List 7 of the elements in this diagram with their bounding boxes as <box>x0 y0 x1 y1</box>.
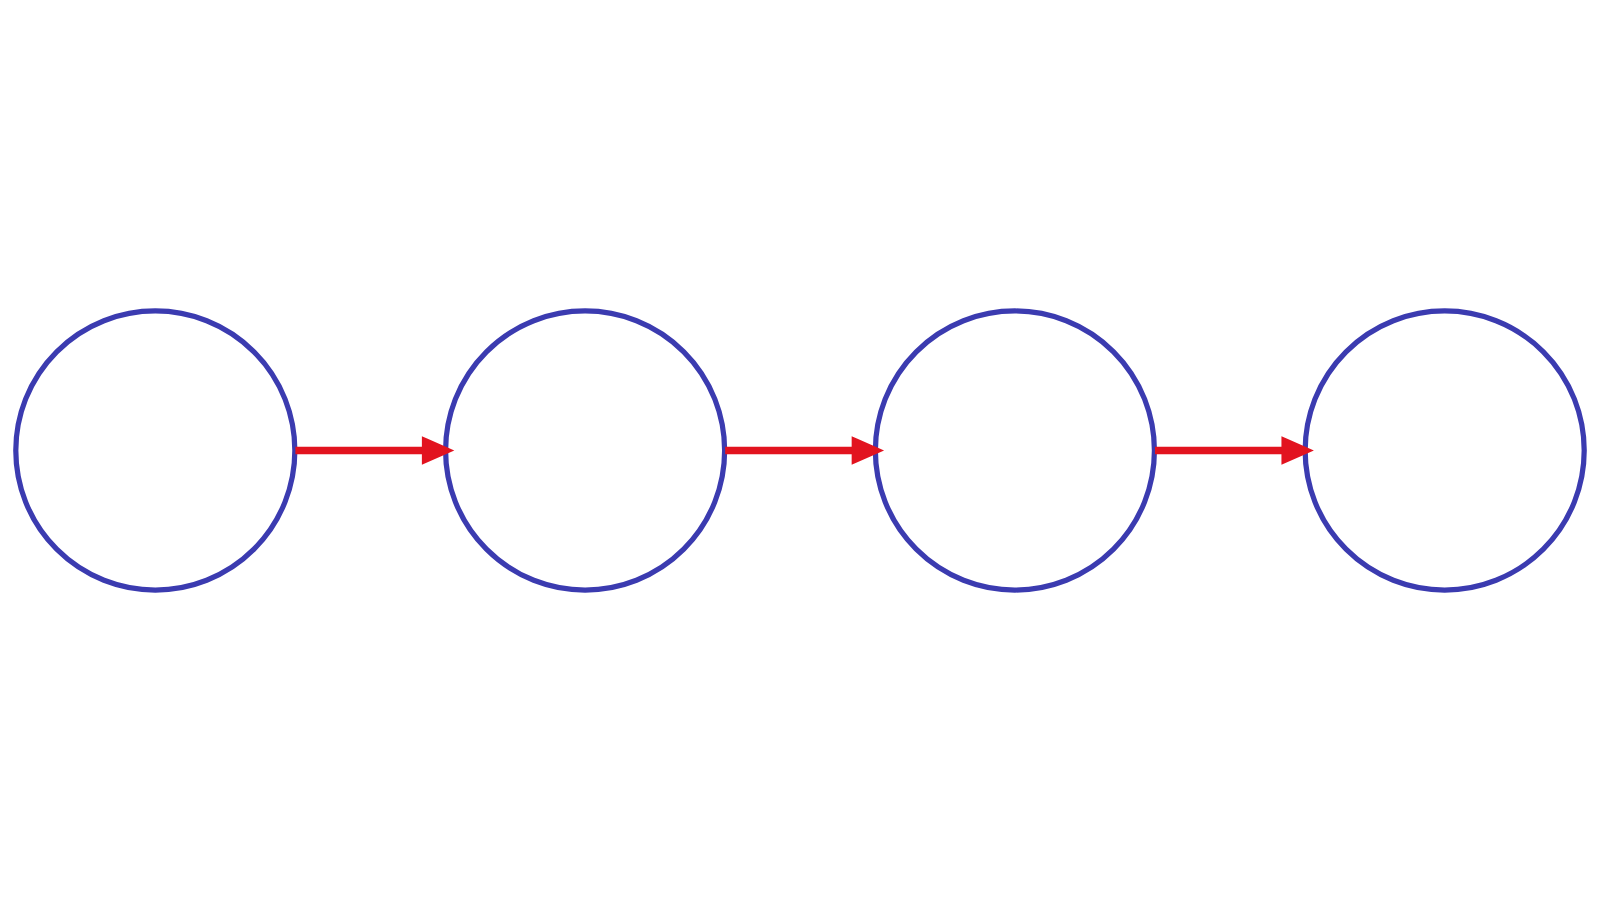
arrow <box>1154 435 1314 465</box>
arrow <box>725 435 885 465</box>
node-circle <box>442 307 728 593</box>
node-circle <box>872 307 1158 593</box>
node-circle <box>1302 307 1587 593</box>
node-circle <box>13 307 298 593</box>
arrow <box>295 435 455 465</box>
